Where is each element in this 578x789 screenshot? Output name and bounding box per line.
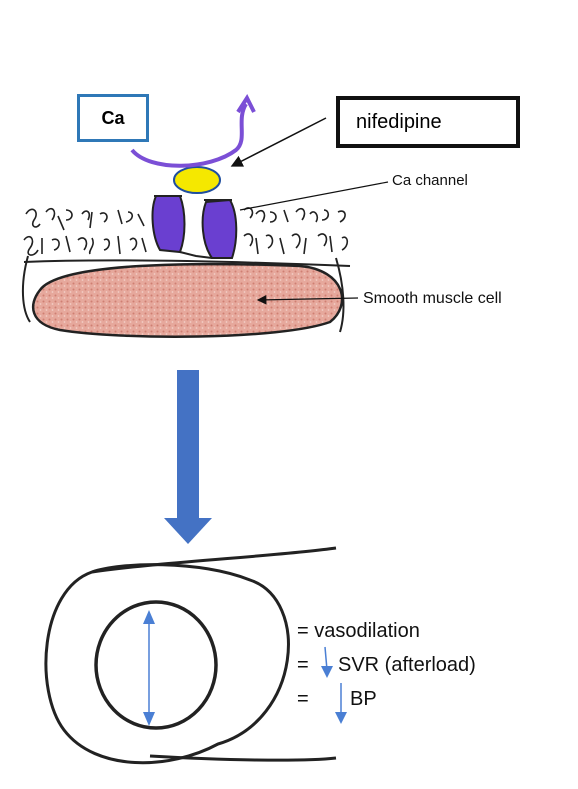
effect-bp-text: BP (350, 688, 377, 710)
calcium-path (130, 102, 248, 168)
calcium-label: Ca (101, 107, 125, 128)
effect-svr-prefix: = (297, 654, 309, 676)
effect-vasodilation: = vasodilation (297, 620, 420, 642)
double-headed-arrow-icon (143, 610, 155, 726)
calcium-label-box: Ca (77, 94, 149, 142)
calcium-channel (151, 195, 238, 259)
smooth-muscle-cell-label: Smooth muscle cell (363, 290, 502, 307)
ca-channel-label: Ca channel (392, 172, 468, 189)
svr-decrease-arrow (321, 646, 333, 678)
nifedipine-molecule (173, 166, 221, 194)
effect-svr-text: SVR (afterload) (338, 654, 476, 676)
channel-pointer (239, 181, 389, 211)
nifedipine-label: nifedipine (356, 110, 442, 133)
vessel-cross-section (44, 546, 337, 765)
smooth-muscle-cell (21, 255, 351, 338)
down-arrow-icon (164, 370, 212, 544)
cell-pointer (256, 295, 359, 305)
calcium-path-arrowhead (236, 93, 256, 114)
nifedipine-label-box: nifedipine (336, 96, 520, 148)
bp-decrease-arrow (335, 683, 347, 724)
effect-bp-prefix: = (297, 688, 309, 710)
nifedipine-pointer (230, 117, 327, 167)
membrane-lipids (23, 207, 349, 256)
